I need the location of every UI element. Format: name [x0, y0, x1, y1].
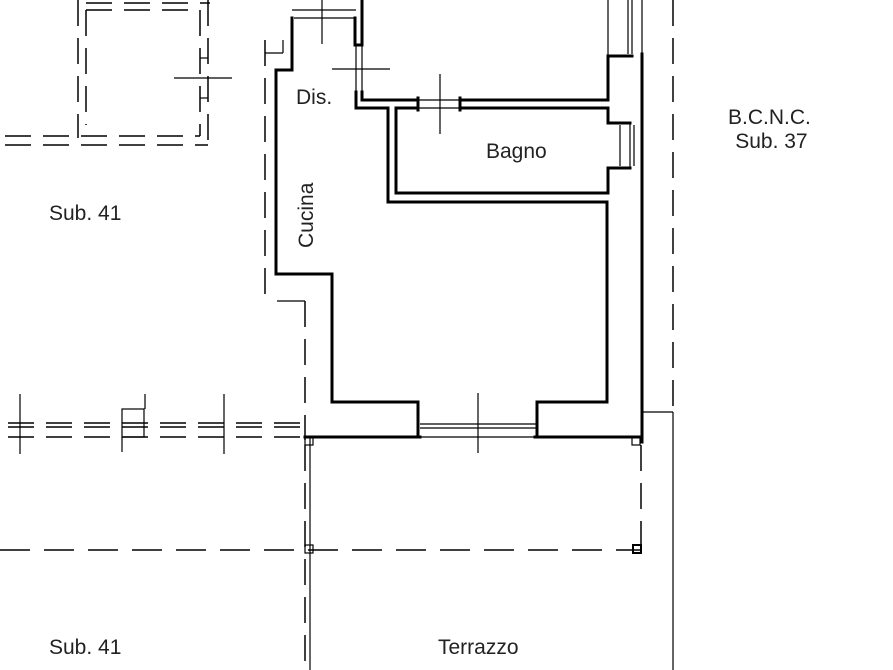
area-label-bcnc: B.C.N.C. Sub. 37: [728, 107, 811, 152]
area-label-bcnc-line2: Sub. 37: [735, 130, 808, 153]
room-label-terrazzo: Terrazzo: [438, 636, 519, 659]
terrazzo-outline: [0, 411, 674, 670]
room-label-bagno: Bagno: [486, 140, 547, 163]
boundary-dashed-left: [264, 40, 306, 440]
area-label-sub41-bottom: Sub. 41: [49, 636, 122, 659]
area-label-sub41-top: Sub. 41: [49, 202, 122, 225]
area-label-bcnc-line1: B.C.N.C.: [728, 106, 811, 129]
room-label-dis: Dis.: [296, 86, 333, 109]
neighbour-structure-dashed: [5, 0, 232, 146]
boundary-dashed-mid: [8, 394, 305, 454]
apartment-walls: [274, 0, 644, 453]
room-label-cucina: Cucina: [295, 182, 318, 248]
